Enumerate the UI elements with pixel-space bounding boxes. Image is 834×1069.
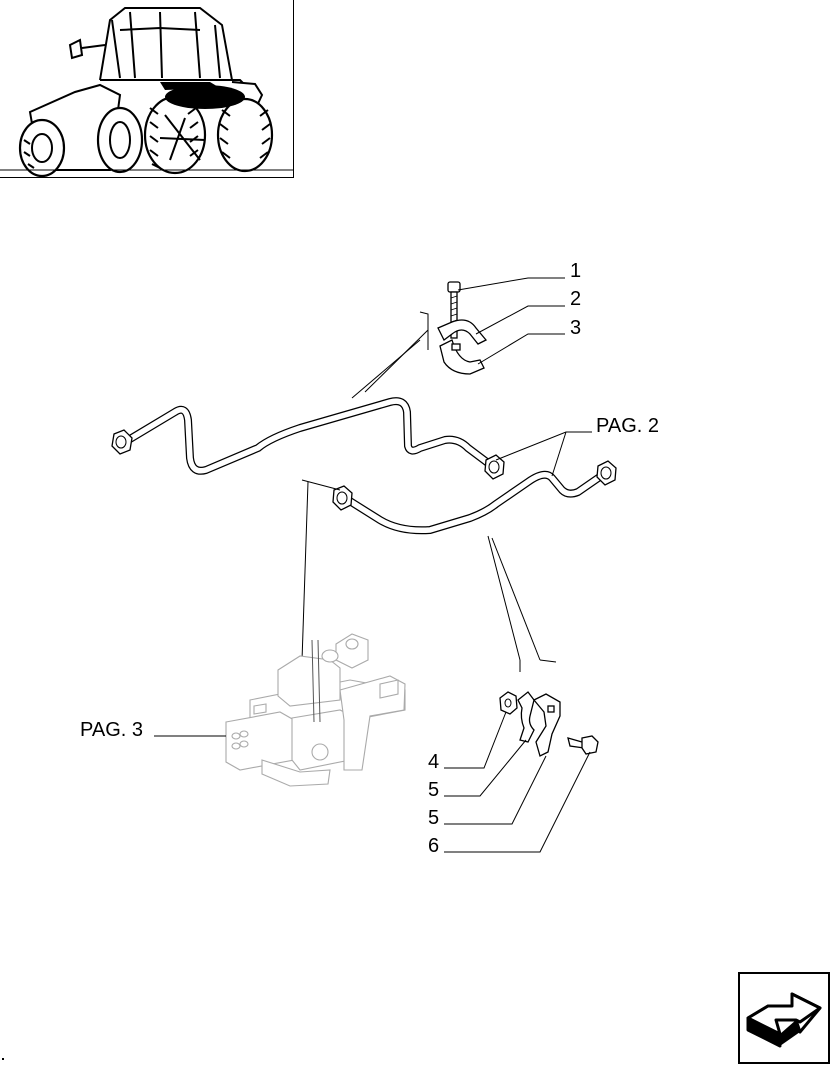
corner-mark <box>2 1058 4 1060</box>
clamp-half-part-2 <box>437 319 488 345</box>
callout-5-second: 5 <box>428 807 439 829</box>
clamp-part-5-a <box>517 691 535 743</box>
callout-1: 1 <box>570 260 581 282</box>
valve-block-reference <box>225 633 406 787</box>
page-reference-pag-2[interactable]: PAG. 2 <box>596 415 659 437</box>
tractor-icon <box>0 7 294 178</box>
callout-5-first: 5 <box>428 779 439 801</box>
tractor-location-thumbnail <box>0 0 294 178</box>
bolt-part-1 <box>447 281 461 339</box>
lower-pipe-right-nut <box>596 460 617 486</box>
upper-pipe <box>121 397 496 475</box>
callout-2: 2 <box>570 288 581 310</box>
lower-pipe <box>341 470 608 535</box>
clamp-half-part-3 <box>439 339 485 375</box>
callout-3: 3 <box>570 317 581 339</box>
next-page-button[interactable] <box>738 972 830 1064</box>
page-reference-pag-3[interactable]: PAG. 3 <box>80 719 143 741</box>
callout-6: 6 <box>428 835 439 857</box>
clamp-part-5-b <box>532 693 561 757</box>
callout-4: 4 <box>428 751 439 773</box>
upper-pipe-right-nut <box>484 454 505 480</box>
lower-pipe-left-nut <box>332 485 353 511</box>
upper-pipe-left-nut <box>111 429 133 455</box>
bolt-part-6 <box>567 735 599 755</box>
callout-leader-lines <box>154 277 592 853</box>
next-page-arrow-icon <box>746 992 822 1048</box>
nut-part-4 <box>499 691 518 715</box>
